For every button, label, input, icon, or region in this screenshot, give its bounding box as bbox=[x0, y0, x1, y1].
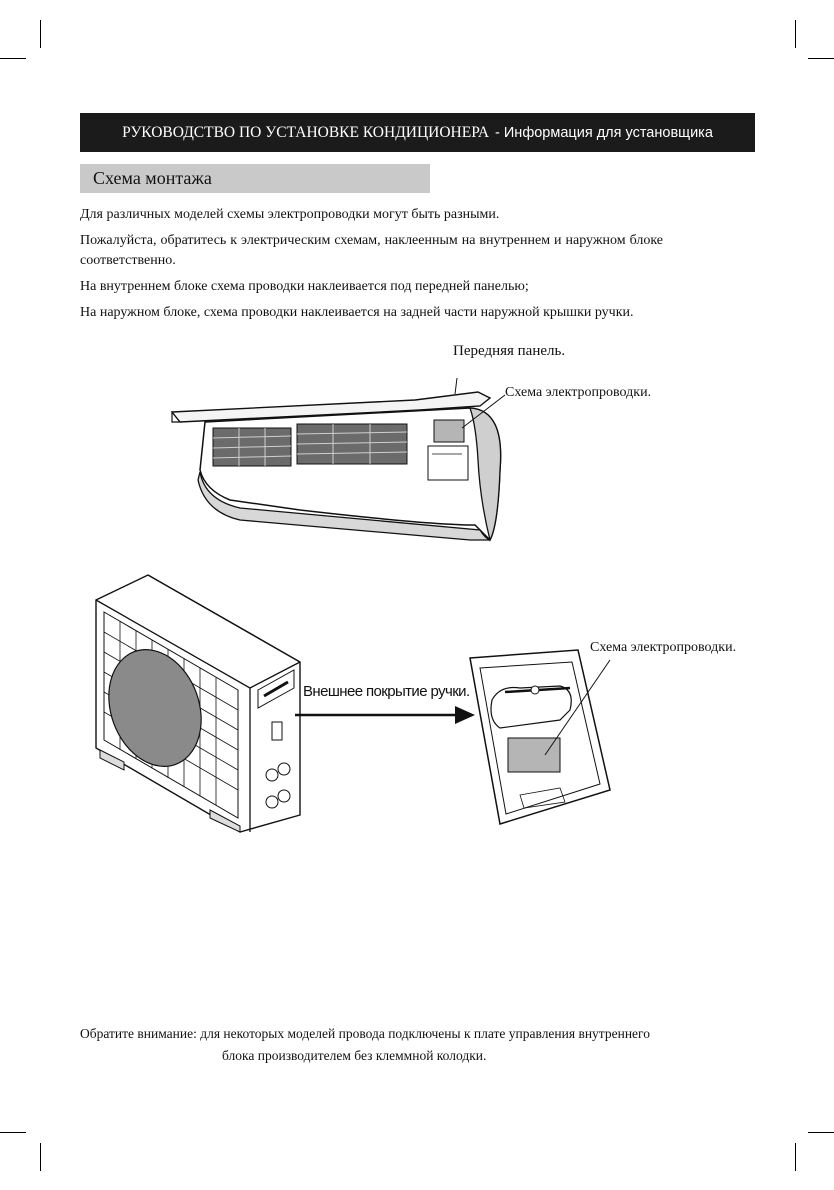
crop-mark bbox=[40, 20, 41, 48]
paragraph: Пожалуйста, обратитесь к электрическим с… bbox=[80, 233, 663, 268]
paragraph: На наружном блоке, схема проводки наклеи… bbox=[80, 305, 634, 320]
crop-mark bbox=[795, 20, 796, 48]
crop-mark bbox=[808, 58, 834, 59]
indoor-wiring-label: Схема электропроводки. bbox=[505, 385, 652, 400]
header-subtitle: - Информация для установщика bbox=[495, 124, 713, 141]
indoor-unit-illustration bbox=[170, 377, 506, 542]
page-header: РУКОВОДСТВО ПО УСТАНОВКЕ КОНДИЦИОНЕРА - … bbox=[80, 113, 755, 152]
note-line-1: Обратите внимание: для некоторых моделей… bbox=[80, 1026, 650, 1041]
note-line-2: блока производителем без клеммной колодк… bbox=[222, 1048, 487, 1063]
outdoor-wiring-label: Схема электропроводки. bbox=[590, 640, 737, 655]
crop-mark bbox=[40, 1143, 41, 1171]
section-title: Схема монтажа bbox=[80, 164, 430, 193]
crop-mark bbox=[0, 58, 26, 59]
crop-mark bbox=[808, 1132, 834, 1133]
crop-mark bbox=[0, 1132, 26, 1133]
crop-mark bbox=[795, 1143, 796, 1171]
handle-cover-label: Внешнее покрытие ручки. bbox=[303, 683, 470, 700]
paragraph: На внутреннем блоке схема проводки накле… bbox=[80, 279, 529, 294]
paragraph: Для различных моделей схемы электропрово… bbox=[80, 207, 500, 222]
front-panel-label: Передняя панель. bbox=[453, 343, 566, 359]
intro-text: Для различных моделей схемы электропрово… bbox=[80, 205, 663, 329]
header-title: РУКОВОДСТВО ПО УСТАНОВКЕ КОНДИЦИОНЕРА bbox=[122, 123, 490, 141]
outdoor-unit-illustration bbox=[95, 574, 611, 833]
